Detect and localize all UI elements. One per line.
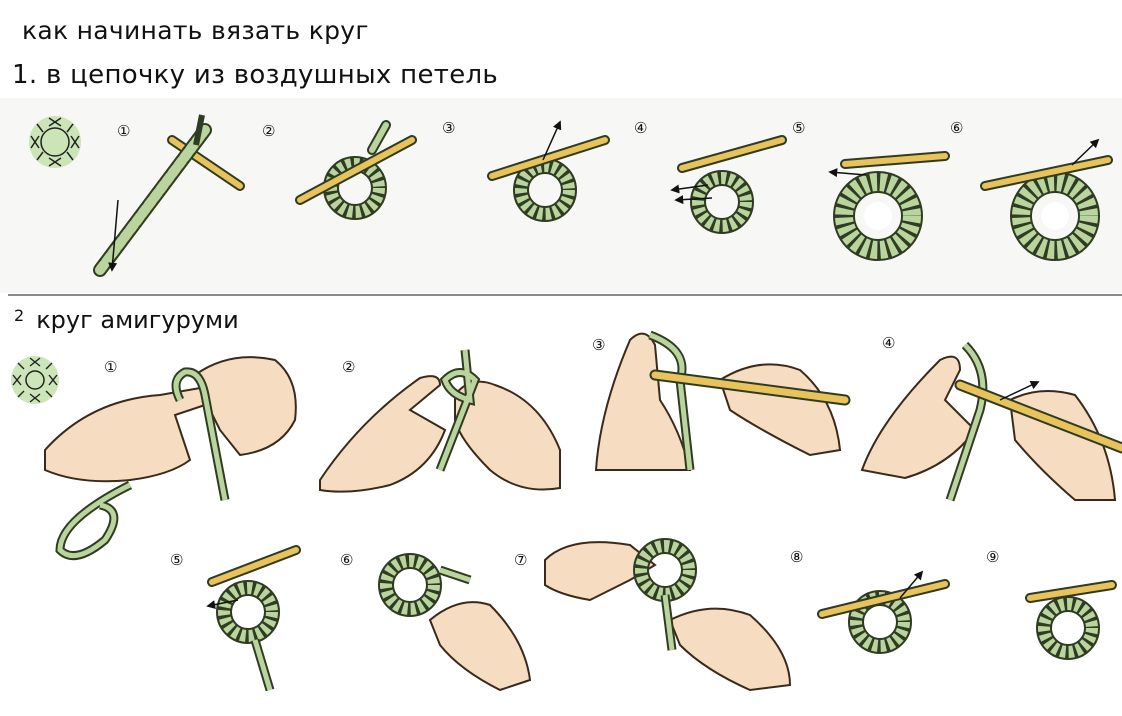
s2-step-3-right-hand [718, 363, 842, 457]
s2-step-3-left-hand [594, 332, 692, 471]
s1-step-2-illustration [295, 120, 417, 212]
s2-step-3-label: ③ [592, 336, 605, 354]
s1-step-1-illustration [93, 114, 245, 277]
section-divider [8, 294, 1122, 296]
s2-step-2-right-hand [454, 380, 561, 491]
s2-step-7-yarn [641, 546, 689, 651]
s1-step-1-label: ① [117, 122, 130, 140]
s1-step-3-label: ③ [442, 119, 455, 137]
s2-step-9-label: ⑨ [986, 548, 999, 566]
s2-step-4-yarn-hook [945, 341, 1122, 502]
stitch-chart-symbol-2 [11, 356, 59, 404]
s1-step-4-label: ④ [634, 119, 647, 137]
s2-step-1-yarn [55, 367, 230, 561]
s2-step-4-left-hand [860, 355, 977, 480]
s1-step-6-label: ⑥ [950, 119, 963, 137]
s1-step-4-illustration [670, 135, 787, 226]
section2-number: 2 [14, 306, 25, 325]
s2-step-2-yarn [435, 349, 481, 472]
s2-step-1-label: ① [104, 358, 117, 376]
s2-step-5-yarn-hook [206, 545, 301, 692]
s2-step-9-yarn-hook [1025, 580, 1117, 652]
s2-step-7-right-hand [668, 607, 792, 692]
s1-step-6-illustration [980, 138, 1113, 250]
s2-step-1-right-hand [193, 356, 297, 457]
s2-step-4-label: ④ [882, 334, 895, 352]
s1-step-3-illustration [487, 120, 610, 214]
s2-step-5-label: ⑤ [170, 551, 183, 569]
stitch-chart-symbol-1 [29, 116, 81, 168]
s1-step-2-label: ② [262, 122, 275, 140]
section1-title: 1. в цепочку из воздушных петель [12, 60, 499, 90]
s2-step-8-yarn-hook [817, 570, 950, 646]
s2-step-8-label: ⑧ [790, 548, 803, 566]
page-title: как начинать вязать круг [22, 16, 369, 45]
s2-step-6-yarn [386, 561, 472, 609]
s2-step-2-left-hand [319, 375, 447, 493]
s2-step-6-label: ⑥ [340, 551, 353, 569]
s2-step-2-label: ② [342, 358, 355, 376]
section2-heading: 2 круг амигуруми [14, 306, 239, 334]
s2-step-7-left-hand [544, 541, 657, 602]
s2-step-7-label: ⑦ [514, 551, 527, 569]
s2-step-1-left-hand [44, 386, 210, 483]
s1-step-5-label: ⑤ [792, 119, 805, 137]
section2-title: круг амигуруми [36, 306, 239, 334]
s2-step-6-right-hand [428, 601, 532, 692]
s2-step-3-yarn-hook [648, 330, 851, 471]
s1-step-5-illustration [828, 151, 950, 250]
